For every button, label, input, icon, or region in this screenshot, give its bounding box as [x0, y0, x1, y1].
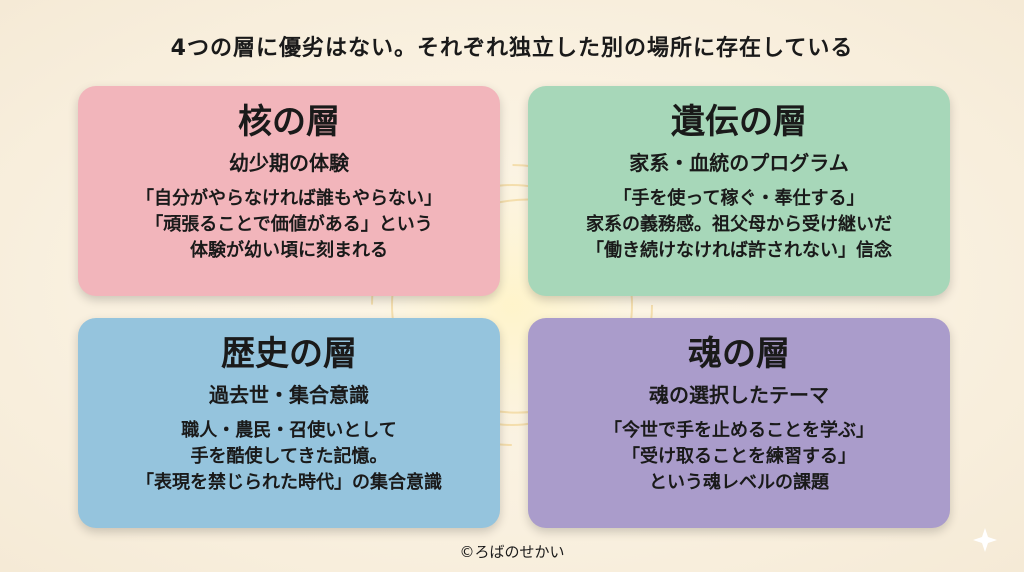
card-heading: 核の層 [238, 102, 340, 142]
card-heading: 歴史の層 [221, 334, 357, 374]
card-genetic-layer: 遺伝の層 家系・血統のプログラム 「手を使って稼ぐ・奉仕する」 家系の義務感。祖… [528, 86, 950, 296]
card-body: 「自分がやらなければ誰もやらない」 「頑張ることで価値がある」という 体験が幼い… [78, 186, 500, 264]
card-line: 「受け取ることを練習する」 [622, 446, 856, 467]
card-body: 「今世で手を止めることを学ぶ」 「受け取ることを練習する」 という魂レベルの課題 [528, 418, 950, 496]
card-subtitle: 過去世・集合意識 [209, 383, 369, 407]
card-subtitle: 家系・血統のプログラム [629, 151, 849, 175]
card-line: 家系の義務感。祖父母から受け継いだ [586, 214, 892, 235]
card-body: 「手を使って稼ぐ・奉仕する」 家系の義務感。祖父母から受け継いだ 「働き続けなけ… [528, 186, 950, 264]
card-heading: 魂の層 [688, 334, 790, 374]
card-line: 「働き続けなければ許されない」信念 [586, 240, 892, 261]
copyright-credit: ©ろばのせかい [459, 543, 565, 561]
card-core-layer: 核の層 幼少期の体験 「自分がやらなければ誰もやらない」 「頑張ることで価値があ… [78, 86, 500, 296]
card-line: 「今世で手を止めることを学ぶ」 [604, 420, 874, 441]
card-line: という魂レベルの課題 [649, 472, 829, 493]
card-line: 「手を使って稼ぐ・奉仕する」 [613, 188, 865, 209]
card-soul-layer: 魂の層 魂の選択したテーマ 「今世で手を止めることを学ぶ」 「受け取ることを練習… [528, 318, 950, 528]
card-history-layer: 歴史の層 過去世・集合意識 職人・農民・召使いとして 手を酷使してきた記憶。 「… [78, 318, 500, 528]
card-line: 「表現を禁じられた時代」の集合意識 [136, 472, 442, 493]
card-body: 職人・農民・召使いとして 手を酷使してきた記憶。 「表現を禁じられた時代」の集合… [78, 418, 500, 496]
card-line: 「自分がやらなければ誰もやらない」 [136, 188, 442, 209]
card-subtitle: 幼少期の体験 [229, 151, 349, 175]
card-line: 手を酷使してきた記憶。 [190, 446, 388, 467]
card-line: 職人・農民・召使いとして [181, 420, 397, 441]
card-line: 「頑張ることで価値がある」という [145, 214, 433, 235]
card-subtitle: 魂の選択したテーマ [649, 383, 829, 407]
card-line: 体験が幼い頃に刻まれる [190, 240, 388, 261]
card-heading: 遺伝の層 [671, 102, 807, 142]
page-title: 4つの層に優劣はない。それぞれ独立した別の場所に存在している [170, 36, 854, 61]
